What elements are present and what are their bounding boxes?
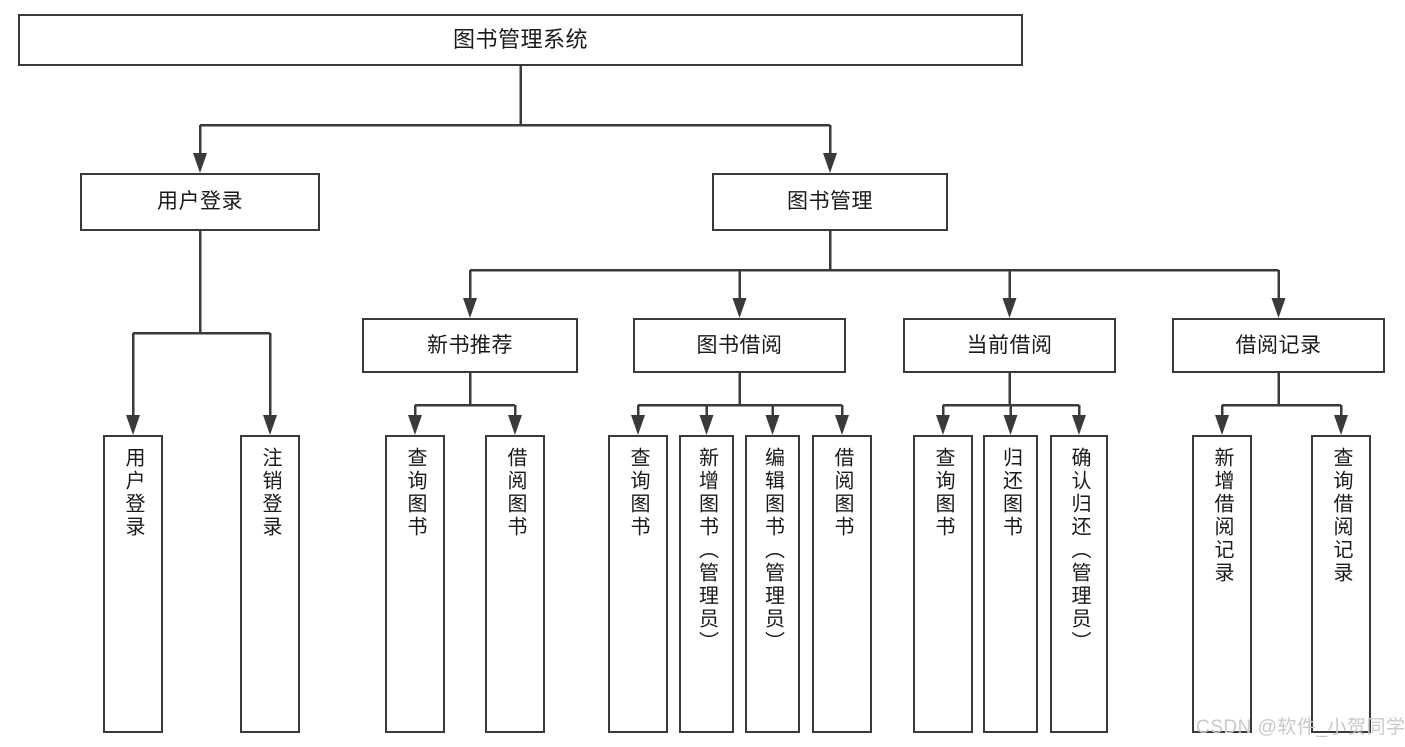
node-leaf-borrow-book-1[interactable]: 借阅图书 <box>485 435 545 733</box>
node-label: 查询图书 <box>932 447 954 539</box>
node-label: 图书管理 <box>787 190 873 214</box>
node-leaf-query-book-2[interactable]: 查询图书 <box>608 435 668 733</box>
node-label: 查询图书 <box>627 447 649 539</box>
node-book-borrow[interactable]: 图书借阅 <box>633 318 846 373</box>
node-user-login[interactable]: 用户登录 <box>80 173 320 231</box>
node-borrow-record[interactable]: 借阅记录 <box>1172 318 1385 373</box>
node-root-system[interactable]: 图书管理系统 <box>18 14 1023 66</box>
node-leaf-query-book-1[interactable]: 查询图书 <box>385 435 445 733</box>
node-label: 注销登录 <box>259 447 281 539</box>
node-label: 查询图书 <box>404 447 426 539</box>
node-leaf-confirm-return[interactable]: 确认归还（管理员） <box>1050 435 1108 733</box>
node-leaf-query-record[interactable]: 查询借阅记录 <box>1311 435 1371 733</box>
node-label: 编辑图书（管理员） <box>761 447 784 654</box>
node-label: 新书推荐 <box>427 333 513 357</box>
node-leaf-return-book[interactable]: 归还图书 <box>983 435 1038 733</box>
node-leaf-add-book[interactable]: 新增图书（管理员） <box>679 435 734 733</box>
csdn-watermark: CSDN @软件_小贺同学 <box>1196 717 1405 738</box>
node-leaf-add-record[interactable]: 新增借阅记录 <box>1192 435 1252 733</box>
node-current-borrow[interactable]: 当前借阅 <box>903 318 1116 373</box>
node-label: 确认归还（管理员） <box>1068 447 1090 654</box>
node-label: 图书管理系统 <box>452 26 588 52</box>
node-leaf-edit-book[interactable]: 编辑图书（管理员） <box>745 435 800 733</box>
node-leaf-borrow-book-2[interactable]: 借阅图书 <box>812 435 872 733</box>
node-label: 新增借阅记录 <box>1211 447 1233 585</box>
node-label: 借阅记录 <box>1235 333 1322 357</box>
node-label: 图书借阅 <box>696 333 783 357</box>
node-label: 用户登录 <box>157 190 243 214</box>
node-label: 归还图书 <box>999 447 1022 539</box>
node-label: 用户登录 <box>122 447 144 539</box>
node-label: 当前借阅 <box>966 333 1053 357</box>
node-leaf-user-login[interactable]: 用户登录 <box>103 435 163 733</box>
node-label: 查询借阅记录 <box>1330 447 1352 585</box>
node-book-manage[interactable]: 图书管理 <box>712 173 948 231</box>
node-new-book-recommend[interactable]: 新书推荐 <box>362 318 578 373</box>
node-label: 借阅图书 <box>831 447 853 539</box>
node-leaf-logout[interactable]: 注销登录 <box>240 435 300 733</box>
node-label: 借阅图书 <box>504 447 526 539</box>
node-leaf-query-book-3[interactable]: 查询图书 <box>913 435 973 733</box>
node-label: 新增图书（管理员） <box>695 447 718 654</box>
